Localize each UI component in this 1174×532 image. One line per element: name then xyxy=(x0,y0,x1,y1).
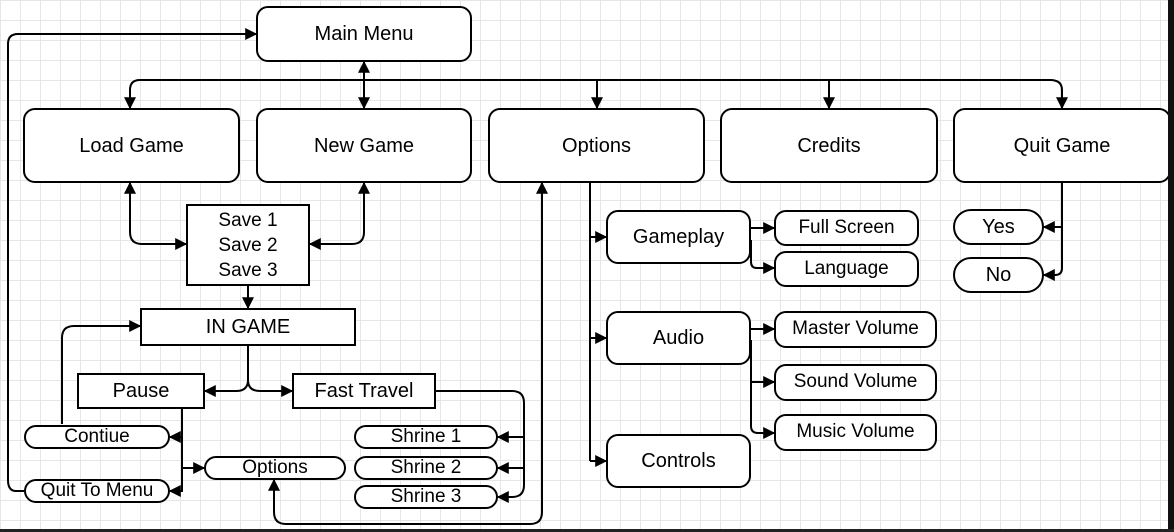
no-node: No xyxy=(953,257,1044,293)
edge-pause-continue xyxy=(168,408,183,443)
edge-new-saves xyxy=(308,181,370,250)
edge-quit-yes xyxy=(1042,183,1063,233)
continue-node: Contiue xyxy=(24,425,170,449)
edge-gameplay-language xyxy=(750,240,776,274)
edge-quit-mainmenu xyxy=(7,28,258,492)
save-2-label: Save 2 xyxy=(218,234,278,256)
window-edge-right xyxy=(1168,0,1174,532)
options-node: Options xyxy=(488,108,705,183)
edge-pause-quit xyxy=(168,437,183,497)
quit-to-menu-node: Quit To Menu xyxy=(24,479,170,503)
edge-quit-no xyxy=(1042,227,1063,281)
load-game-node: Load Game xyxy=(23,108,240,183)
audio-node: Audio xyxy=(606,311,751,365)
edge-audio-trunk xyxy=(750,340,776,439)
new-game-node: New Game xyxy=(256,108,472,183)
edge-bus-corner-right xyxy=(1049,79,1068,110)
edge-load-saves xyxy=(124,181,188,250)
edge-options-loop xyxy=(268,181,548,525)
saves-node: Save 1 Save 2 Save 3 xyxy=(186,204,310,286)
full-screen-node: Full Screen xyxy=(774,210,919,246)
shrine-1-node: Shrine 1 xyxy=(354,425,498,449)
pause-options-node: Options xyxy=(204,456,346,480)
controls-node: Controls xyxy=(606,434,751,488)
save-3-label: Save 3 xyxy=(218,259,278,281)
window-edge-bottom xyxy=(0,529,1174,532)
quit-game-node: Quit Game xyxy=(953,108,1171,183)
edge-ingame-fasttravel xyxy=(247,379,294,397)
master-volume-node: Master Volume xyxy=(774,311,937,348)
language-node: Language xyxy=(774,251,919,287)
yes-node: Yes xyxy=(953,209,1044,245)
in-game-node: IN GAME xyxy=(140,308,356,346)
sound-volume-node: Sound Volume xyxy=(774,364,937,401)
gameplay-node: Gameplay xyxy=(606,210,751,264)
music-volume-node: Music Volume xyxy=(774,414,937,451)
shrine-3-node: Shrine 3 xyxy=(354,485,498,509)
edge-ingame-pause xyxy=(203,346,249,397)
edge-continue-ingame xyxy=(61,320,142,424)
fast-travel-node: Fast Travel xyxy=(292,373,436,409)
main-menu-node: Main Menu xyxy=(256,6,472,62)
pause-node: Pause xyxy=(77,373,205,409)
shrine-2-node: Shrine 2 xyxy=(354,456,498,480)
edge-bus-corner-left xyxy=(124,79,141,110)
credits-node: Credits xyxy=(720,108,938,183)
save-1-label: Save 1 xyxy=(218,209,278,231)
